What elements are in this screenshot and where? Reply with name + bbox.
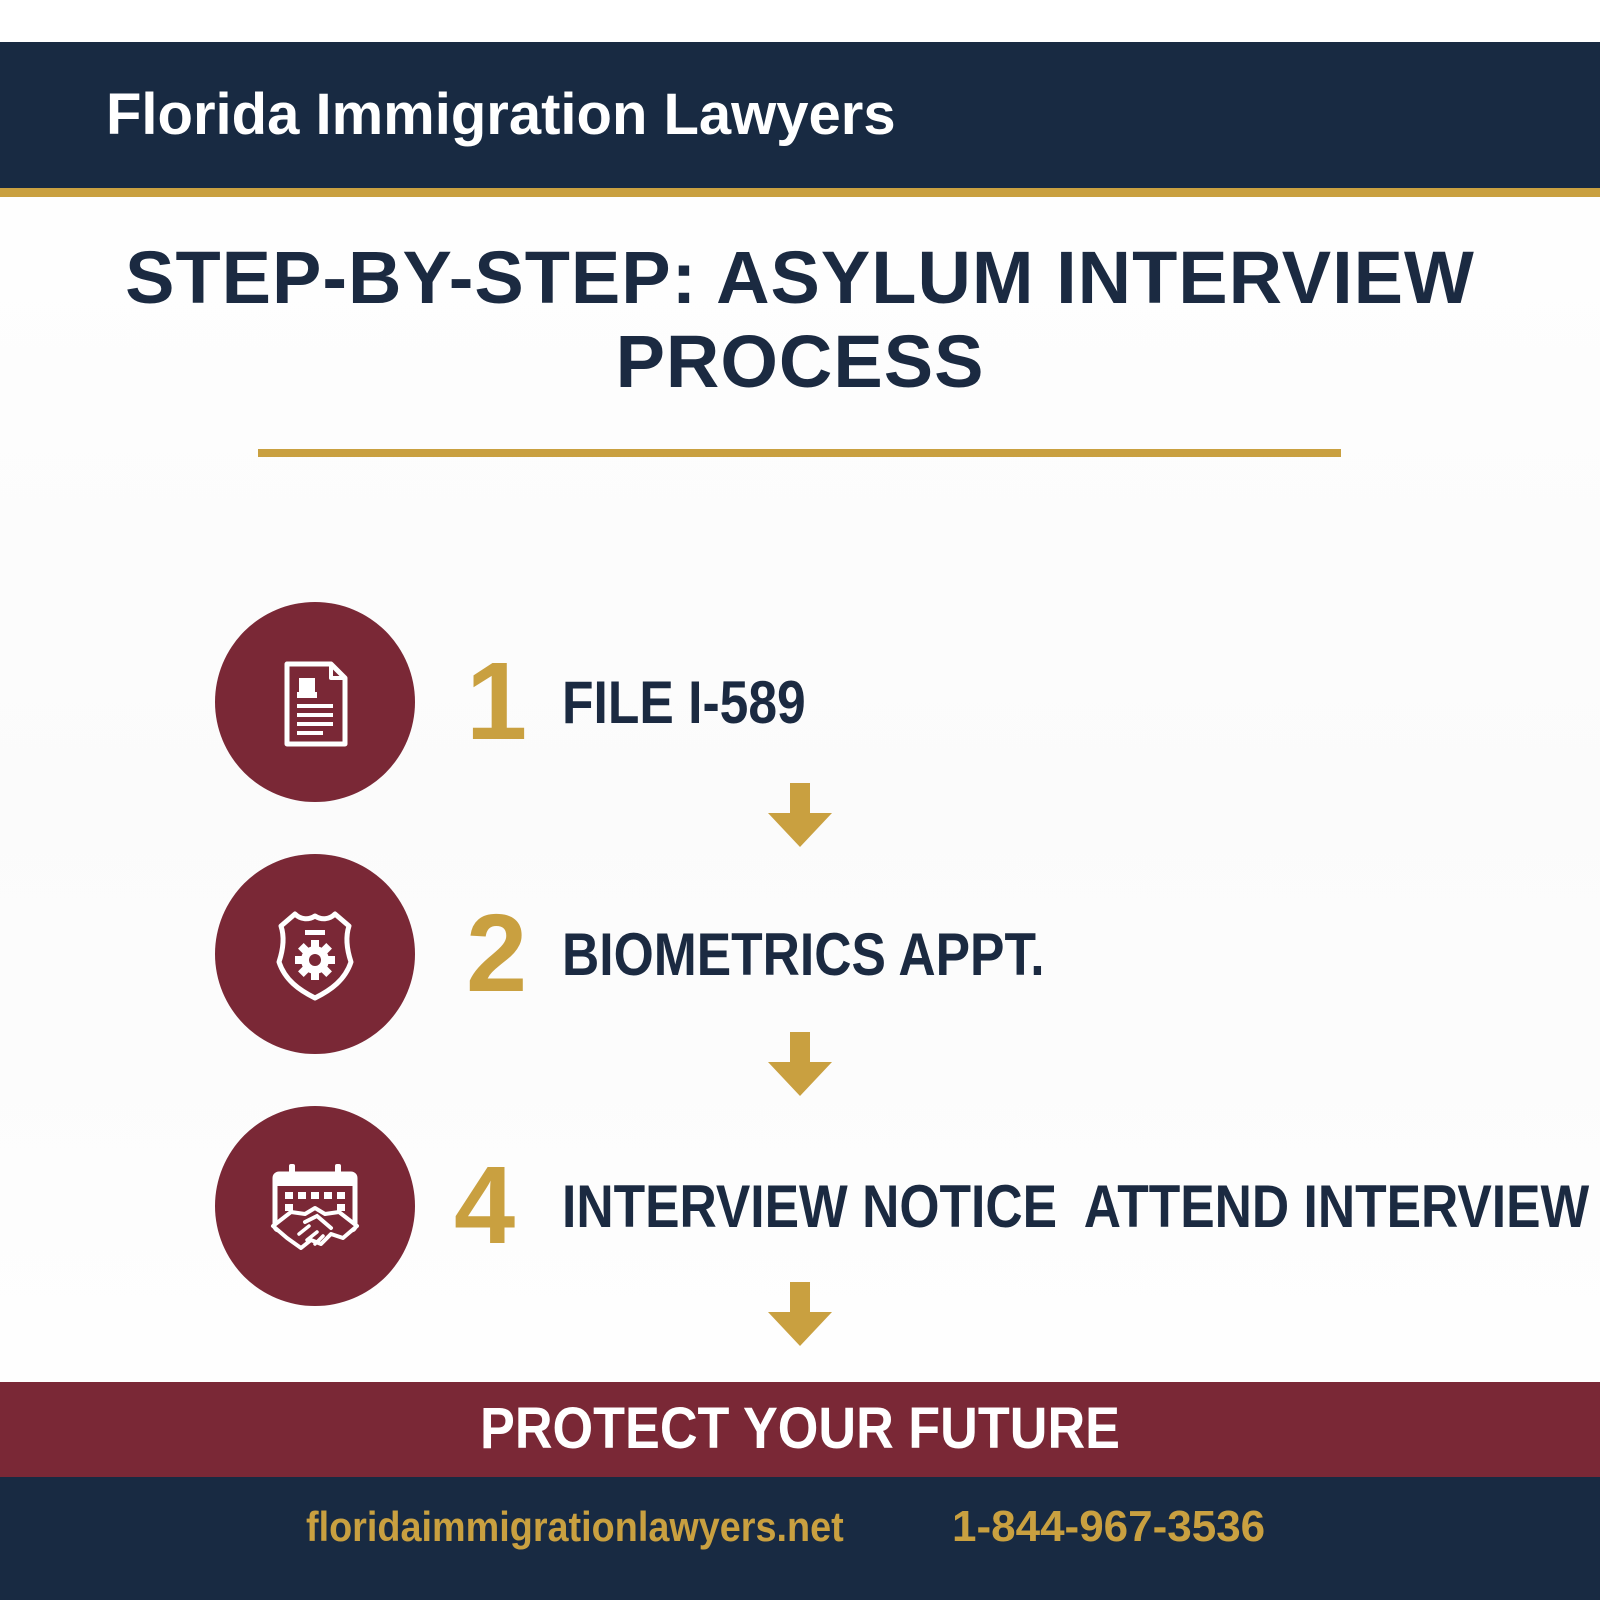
step-1-number: 1 [466,640,528,763]
website-link[interactable]: floridaimmigrationlawyers.net [306,1503,844,1550]
step-4-icon-circle [215,1106,415,1306]
step-2-number: 2 [466,892,528,1015]
phone-number-link[interactable]: 1-844-967-3536 [952,1502,1266,1551]
down-arrow-icon [766,783,834,849]
step-4: 4 INTERVIEW NOTICE ATTEND INTERVIEW [0,1106,1600,1306]
down-arrow-icon [766,1032,834,1098]
badge-gear-icon [276,911,354,1001]
page-title: STEP-BY-STEP: ASYLUM INTERVIEW PROCESS [125,236,1475,403]
header-band: Florida Immigration Lawyers [0,42,1600,188]
step-4-label: INTERVIEW NOTICE ATTEND INTERVIEW [562,1173,1590,1240]
step-1-icon-circle [215,602,415,802]
footer-band: floridaimmigrationlawyers.net 1-844-967-… [0,1477,1600,1600]
down-arrow-icon [766,1282,834,1348]
step-1-label: FILE I-589 [562,669,806,736]
cta-text: PROTECT YOUR FUTURE [480,1396,1120,1461]
title-divider [258,449,1341,457]
brand-name: Florida Immigration Lawyers [106,82,896,147]
header-gold-rule [0,188,1600,197]
document-icon [284,661,348,747]
step-2-icon-circle [215,854,415,1054]
step-2: 2 BIOMETRICS APPT. [0,854,1600,1054]
cta-band: PROTECT YOUR FUTURE [0,1382,1600,1477]
step-4-number: 4 [454,1144,516,1267]
calendar-handshake-icon [271,1164,359,1250]
step-2-label: BIOMETRICS APPT. [562,921,1045,988]
step-1: 1 FILE I-589 [0,602,1600,802]
